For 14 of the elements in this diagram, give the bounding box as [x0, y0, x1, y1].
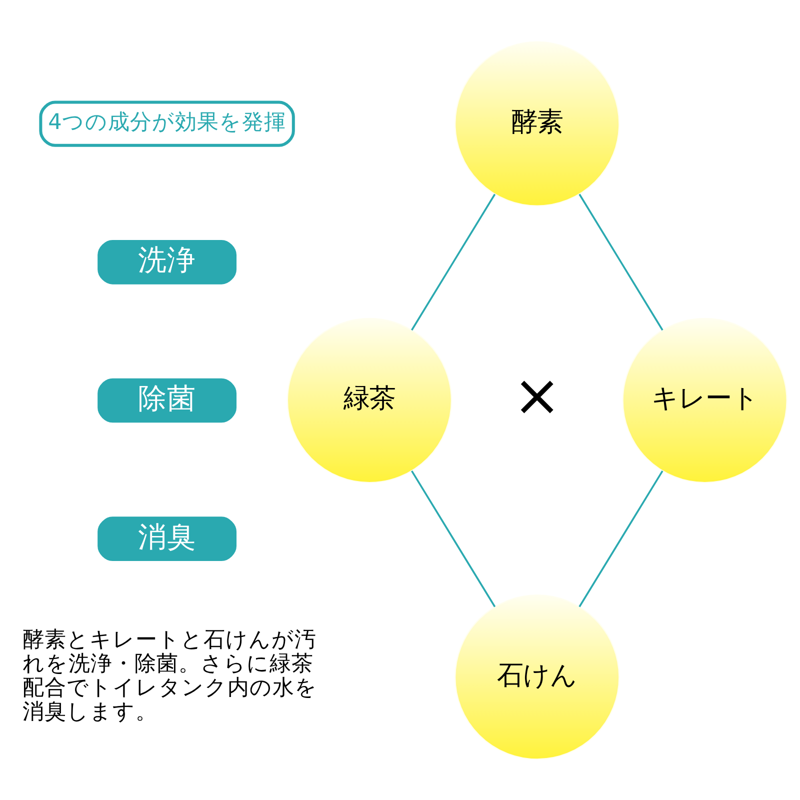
- node-circle: 石けん: [454, 594, 620, 760]
- connector: [578, 470, 664, 607]
- connector: [411, 193, 496, 330]
- node-box: 消臭: [98, 516, 237, 560]
- label: ×: [513, 361, 562, 428]
- node-box: 洗浄: [98, 240, 237, 284]
- node-box: 除菌: [98, 378, 237, 422]
- node-circle: 緑茶: [286, 317, 452, 483]
- node-box: 4つの成分が効果を発揮: [39, 100, 295, 146]
- connector: [411, 470, 496, 607]
- node-circle: キレート: [622, 317, 788, 483]
- label: 酵素とキレートと石けんが汚れを洗浄・除菌。さらに緑茶配合でトイレタンク内の水を消臭します。: [22, 627, 318, 724]
- node-circle: 酵素: [454, 40, 620, 206]
- connector: [578, 193, 664, 330]
